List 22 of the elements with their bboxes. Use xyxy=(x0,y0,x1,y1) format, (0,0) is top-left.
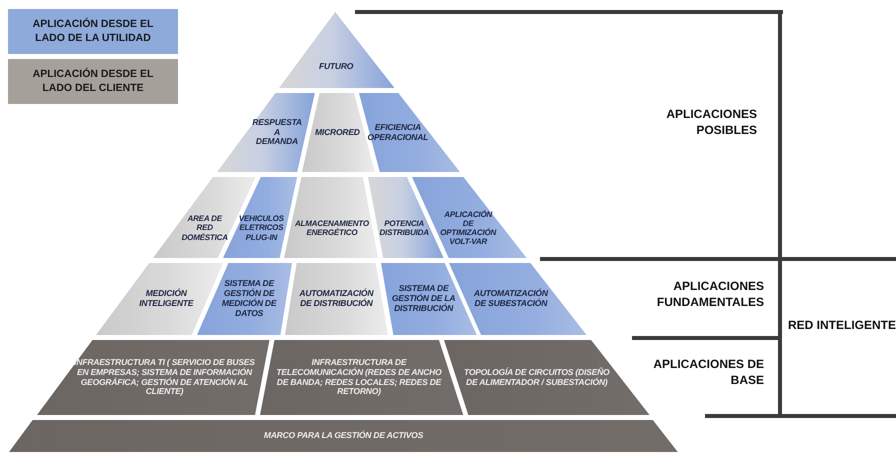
segment-label: POTENCIA DISTRIBUIDA xyxy=(379,218,429,238)
segment-label: MARCO PARA LA GESTIÓN DE ACTIVOS xyxy=(264,431,424,441)
segment-label: SISTEMA DE GESTIÓN DE LA DISTRIBUCIÓN xyxy=(391,284,456,314)
tier-label: APLICACIONES DE BASE xyxy=(652,356,764,388)
segment-label: TOPOLOGÍA DE CIRCUITOS (DISEÑO DE ALIMENTADOR / SUBESTACIÓN) xyxy=(463,368,610,388)
segment-label: AUTOMATIZACIÓN DE SUBESTACIÓN xyxy=(472,289,550,309)
segment-label: RESPUESTA A DEMANDA xyxy=(252,118,302,148)
legend-text: APLICACIÓN DESDE EL LADO DEL CLIENTE xyxy=(32,68,154,96)
segment-label: MICRORED xyxy=(315,128,360,138)
tier-label: APLICACIONES POSIBLES xyxy=(665,106,757,138)
legend-text: APLICACIÓN DESDE EL LADO DE LA UTILIDAD xyxy=(32,18,154,46)
segment-label: MEDICIÓN INTELIGENTE xyxy=(138,289,194,309)
segment-label: SISTEMA DE GESTIÓN DE MEDICIÓN DE DATOS xyxy=(220,279,278,319)
segment-label: INFRAESTRUCTURA TI ( SERVICIO DE BUSES EN EMPRESAS; SISTEMA DE INFORMACIÓN GEOGRÁFICA; GESTIÓN DE ATENCIÓN AL CLIENTE) xyxy=(73,358,256,398)
segment-label: FUTURO xyxy=(318,62,354,72)
segment-label: INFRAESTRUCTURA DE TELECOMUNICACIÓN (REDES DE ANCHO DE BANDA; REDES LOCALES; REDES DE RETORNO) xyxy=(275,358,443,398)
segment-label: APLICACIÓN DE OPTIMIZACIÓN VOLT-VAR xyxy=(440,210,497,246)
segment-label: ALMACENAMIENTO ENERGÉTICO xyxy=(294,218,369,238)
tier-label: RED INTELIGENTE xyxy=(788,317,896,334)
segment-label: AREA DE RED DOMÉSTICA xyxy=(182,214,228,242)
tier-label: APLICACIONES FUNDAMENTALES xyxy=(656,278,764,310)
segment-label: AUTOMATIZACIÓN DE DISTRIBUCIÓN xyxy=(298,289,375,309)
